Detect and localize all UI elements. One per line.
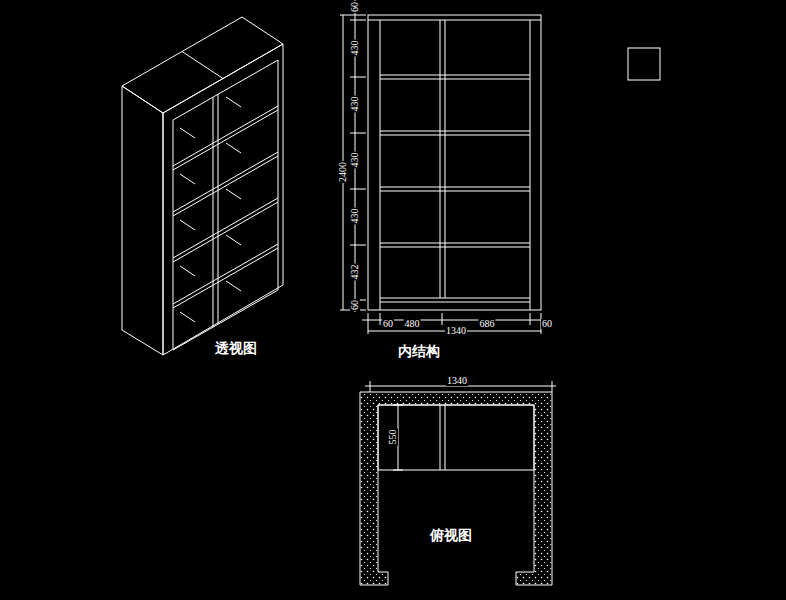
dimension-label: 430	[350, 208, 360, 225]
dimension-label: 60	[350, 1, 360, 13]
dimension-label: 1340	[445, 326, 467, 336]
dimension-label: 430	[350, 152, 360, 169]
dimension-label: 686	[479, 319, 496, 329]
dimension-label: 60	[350, 299, 360, 311]
dimension-lines	[340, 0, 552, 334]
dimension-label: 60	[382, 319, 394, 329]
dimension-label: 430	[350, 96, 360, 113]
dimension-label: 2400	[338, 161, 348, 183]
symbol-square	[628, 48, 660, 80]
top-view	[360, 381, 556, 585]
dimension-label: 432	[350, 264, 360, 281]
dimension-label: 1340	[446, 376, 468, 386]
front-view	[368, 15, 541, 310]
view-title: 俯视图	[428, 527, 474, 543]
dimension-label: 480	[404, 319, 421, 329]
dimension-label: 60	[541, 319, 553, 329]
view-title: 透视图	[213, 340, 259, 356]
perspective-view	[122, 17, 283, 355]
view-title: 内结构	[396, 343, 442, 359]
dimension-label: 550	[388, 429, 398, 446]
dimension-label: 430	[350, 40, 360, 57]
